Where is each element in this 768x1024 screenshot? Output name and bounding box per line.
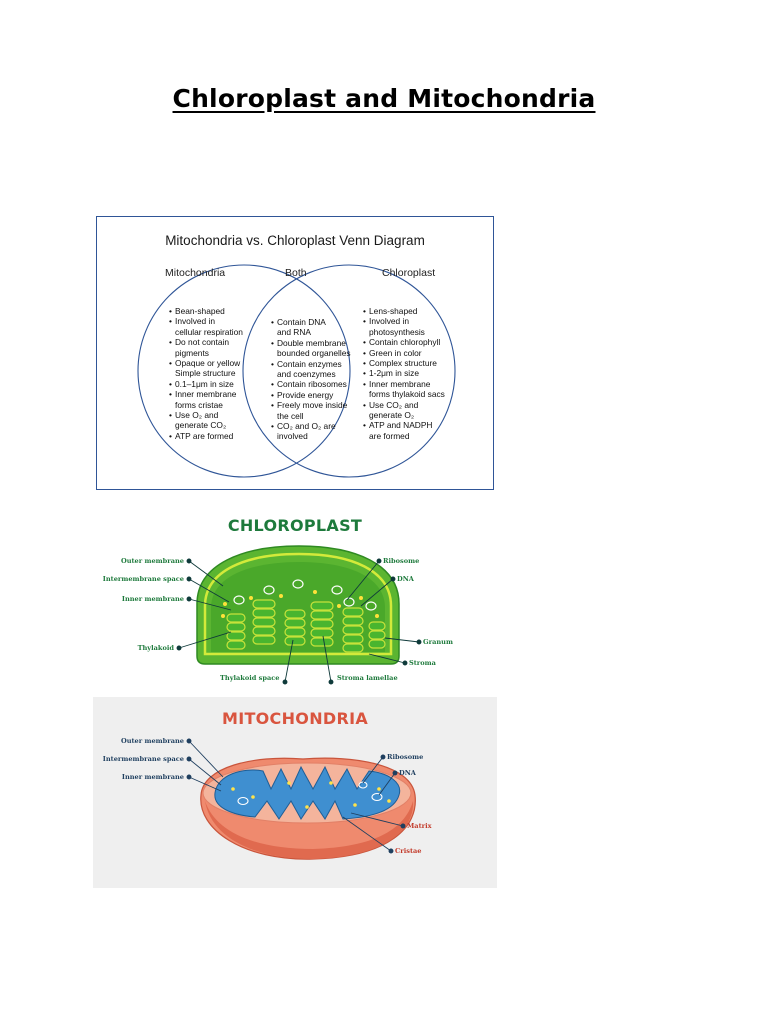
chloroplast-circle	[242, 264, 456, 478]
both-trait-line: Double membrane	[271, 338, 351, 349]
chloroplast-trait-line: Green in color	[363, 348, 445, 359]
label-chloro-dna: DNA	[397, 575, 414, 583]
both-trait-line: Provide energy	[271, 390, 351, 401]
mito-dna	[237, 781, 383, 806]
mitochondria-trait-line: Inner membrane	[169, 389, 243, 400]
venn-header-mitochondria: Mitochondria	[165, 267, 226, 279]
label-chloro-stroma: Stroma	[409, 659, 436, 667]
label-chloro-granum: Granum	[423, 638, 453, 646]
chloroplast-trait-line: 1-2μm in size	[363, 368, 445, 379]
venn-diagram: Mitochondria vs. Chloroplast Venn Diagra…	[96, 216, 494, 490]
chloroplast-trait-line: generate O₂	[369, 410, 415, 421]
chloroplast-traits-list: Lens-shapedInvolved inphotosynthesisCont…	[363, 306, 445, 441]
label-mito-matrix: Matrix	[407, 822, 432, 830]
mitochondria-title: MITOCHONDRIA	[221, 709, 369, 728]
mitochondria-trait-line: Do not contain	[169, 337, 243, 348]
mitochondria-trait-line: Opaque or yellow	[169, 358, 243, 369]
mitochondria-trait-line: ATP are formed	[169, 431, 243, 442]
mitochondria-circle	[137, 264, 351, 478]
chloroplast-inner-ring	[203, 552, 393, 656]
chloroplast-grana	[226, 599, 386, 653]
mitochondria-trait-line: Involved in	[169, 316, 243, 327]
mitochondria-trait-line: 0.1–1μm in size	[169, 379, 243, 390]
chloroplast-diagram: CHLOROPLAST	[93, 506, 497, 692]
venn-circles	[137, 264, 456, 478]
chloroplast-trait-line: ATP and NADPH	[363, 420, 445, 431]
label-mito-dna: DNA	[399, 769, 416, 777]
chloroplast-trait-line: forms thylakoid sacs	[369, 389, 445, 400]
chloroplast-ribosomes	[221, 590, 379, 618]
venn-header-both: Both	[285, 267, 307, 279]
chloroplast-title: CHLOROPLAST	[227, 516, 363, 535]
chloroplast-trait-line: Involved in	[363, 316, 445, 327]
chloroplast-pointer-lines	[176, 558, 422, 685]
both-trait-line: the cell	[277, 410, 304, 421]
mitochondria-trait-line: Simple structure	[175, 368, 236, 379]
label-mito-cristae: Cristae	[395, 847, 422, 855]
label-chloro-inner-membrane: Inner membrane	[121, 595, 184, 603]
chloroplast-trait-line: Contain chlorophyll	[363, 337, 445, 348]
mito-lower-shell	[205, 801, 414, 859]
chloroplast-trait-line: Inner membrane	[363, 379, 445, 390]
venn-header-chloroplast: Chloroplast	[382, 267, 436, 279]
label-chloro-thylakoid: Thylakoid	[137, 644, 174, 652]
label-mito-intermembrane-space: Intermembrane space	[102, 755, 184, 763]
chloroplast-trait-line: are formed	[369, 430, 410, 441]
both-trait-line: Contain DNA	[271, 317, 351, 328]
label-chloro-outer-membrane: Outer membrane	[120, 557, 184, 565]
chloroplast-trait-line: Complex structure	[363, 358, 445, 369]
page-title: Chloroplast and Mitochondria	[172, 84, 596, 113]
both-trait-line: Contain ribosomes	[271, 379, 351, 390]
venn-title: Mitochondria vs. Chloroplast Venn Diagra…	[165, 233, 425, 248]
mitochondria-trait-line: generate CO₂	[175, 420, 227, 431]
mitochondria-trait-line: cellular respiration	[175, 326, 243, 337]
chloroplast-trait-line: photosynthesis	[369, 326, 425, 337]
label-chloro-ribosome: Ribosome	[383, 557, 420, 565]
label-mito-ribosome: Ribosome	[387, 753, 424, 761]
both-trait-line: involved	[277, 431, 308, 442]
both-trait-line: Freely move inside	[271, 400, 351, 411]
mito-ribosomes	[231, 781, 391, 809]
chloroplast-trait-line: Use CO₂ and	[363, 400, 445, 411]
label-chloro-stroma-lamellae: Stroma lamellae	[337, 674, 398, 682]
label-mito-inner-membrane: Inner membrane	[121, 773, 184, 781]
chloroplast-trait-line: Lens-shaped	[363, 306, 445, 317]
chloroplast-dna	[233, 579, 377, 611]
mitochondria-trait-line: pigments	[175, 347, 209, 358]
mitochondria-trait-line: forms cristae	[175, 399, 223, 410]
label-chloro-thylakoid-space: Thylakoid space	[220, 674, 280, 682]
label-chloro-intermembrane-space: Intermembrane space	[102, 575, 184, 583]
mito-pointer-lines	[186, 738, 406, 854]
both-trait-line: Contain enzymes	[271, 359, 351, 370]
both-trait-line: and coenzymes	[277, 369, 336, 380]
mitochondria-illustration	[186, 738, 416, 860]
mitochondria-diagram: MITOCHONDRIA Outer membrane Intermembran…	[93, 697, 497, 888]
both-trait-line: bounded organelles	[277, 348, 351, 359]
chloroplast-illustration	[176, 545, 422, 685]
mitochondria-trait-line: Bean-shaped	[169, 306, 243, 317]
mitochondria-trait-line: Use O₂ and	[169, 410, 243, 421]
both-trait-line: and RNA	[277, 327, 311, 338]
label-mito-outer-membrane: Outer membrane	[120, 737, 184, 745]
both-trait-line: CO₂ and O₂ are	[271, 421, 351, 432]
